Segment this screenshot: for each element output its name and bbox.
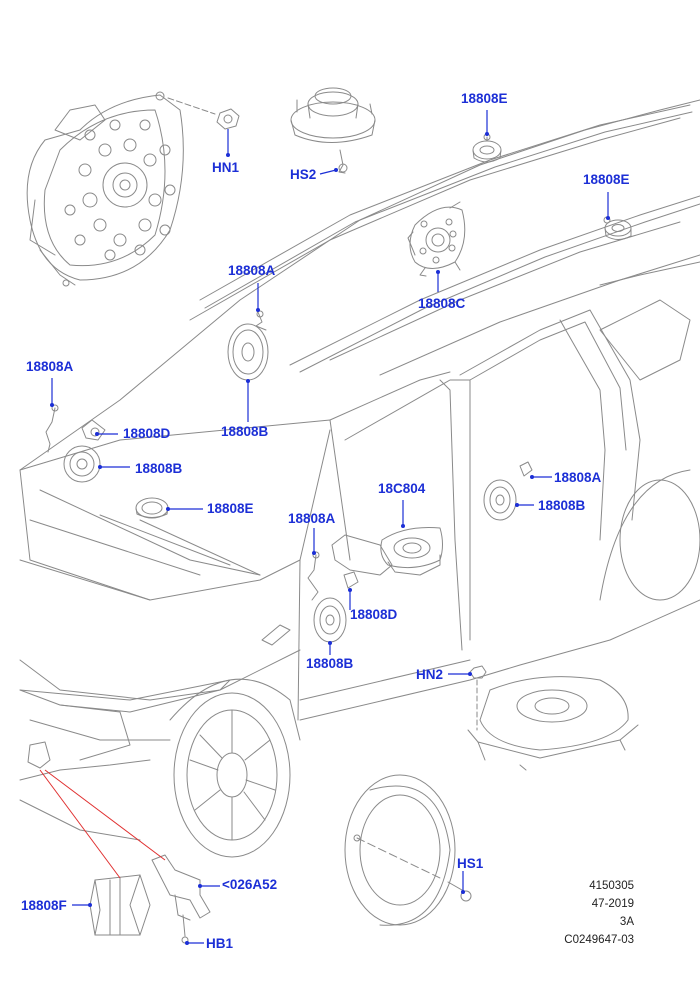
callout-18808b-roof: 18808B [221, 424, 269, 439]
callout-18808c: 18808C [418, 296, 466, 311]
callout-18808d-middle: 18808D [350, 607, 398, 622]
callout-hs1: HS1 [457, 856, 484, 871]
callout-18808e-right: 18808E [583, 172, 630, 187]
speaker-18808c [407, 201, 466, 277]
callout-18808a-roof: 18808A [228, 263, 276, 278]
speaker-round-hs1 [344, 774, 472, 926]
speaker-group-left [45, 404, 169, 519]
callout-18808b-middle: 18808B [306, 656, 354, 671]
leader-dots [50, 132, 610, 945]
callout-18808e-left: 18808E [207, 501, 254, 516]
callout-18808a-right: 18808A [554, 470, 602, 485]
callout-hn1: HN1 [212, 160, 240, 175]
callout-18808f: 18808F [21, 898, 67, 913]
speaker-18808e-right [603, 216, 632, 240]
speaker-oval-hn2 [467, 665, 639, 771]
drawing-date: 47-2019 [591, 898, 634, 910]
callout-18808e-top: 18808E [461, 91, 508, 106]
callout-18c804: 18C804 [378, 481, 426, 496]
speaker-group-right-door [483, 461, 533, 521]
callout-hn2: HN2 [416, 667, 444, 682]
speaker-group-middle [307, 551, 359, 643]
callout-hs2: HS2 [290, 167, 317, 182]
speaker-18808b-roof [227, 310, 269, 381]
callout-18808b-right: 18808B [538, 498, 586, 513]
callout-026a52: <026A52 [222, 877, 278, 892]
drawing-reference: C0249647-03 [564, 934, 634, 946]
subwoofer-18c804 [380, 519, 443, 576]
vehicle-outline [19, 99, 700, 858]
callout-18808a-left: 18808A [26, 359, 74, 374]
nut-hn1 [167, 97, 240, 130]
callout-hb1: HB1 [206, 936, 234, 951]
horn-location-lines [39, 769, 166, 879]
speaker-large-top-left [26, 91, 184, 287]
callout-18808d-left: 18808D [123, 426, 171, 441]
horn-18808f [27, 741, 151, 936]
callout-18808b-left: 18808B [135, 461, 183, 476]
leader-lines [51, 110, 609, 944]
callout-18808a-middle: 18808A [288, 511, 336, 526]
bracket-026a52 [151, 854, 211, 944]
tweeter-top [290, 87, 376, 174]
drawing-revision: 3A [619, 916, 634, 928]
speaker-18808e-top [472, 133, 502, 163]
drawing-number: 4150305 [589, 880, 634, 892]
